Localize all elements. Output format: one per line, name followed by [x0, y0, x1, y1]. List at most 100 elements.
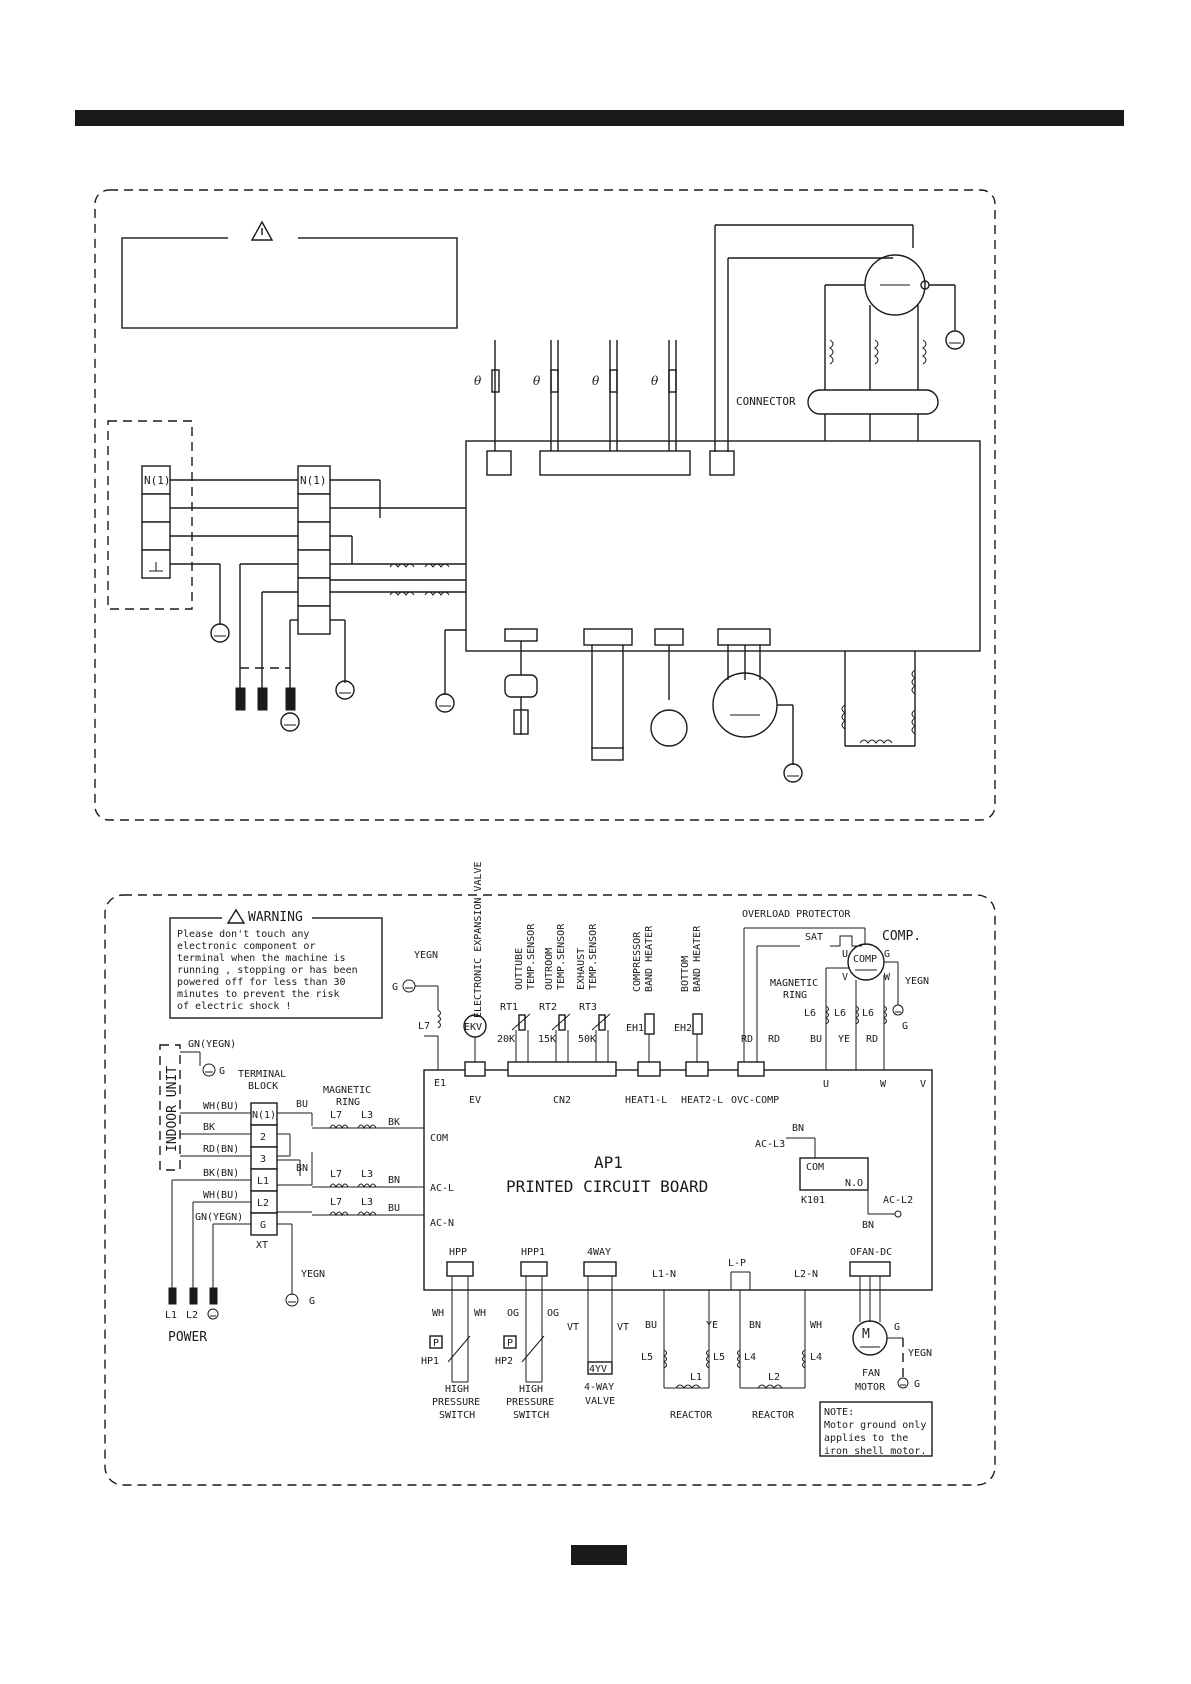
overload-label: OVERLOAD PROTECTOR — [742, 909, 851, 920]
note-box: NOTE: Motor ground only applies to the i… — [819, 1401, 933, 1457]
upper-ekv-connector — [504, 674, 538, 698]
terminal-l1: L1 — [257, 1176, 269, 1187]
wire-label-bk: BK — [203, 1122, 215, 1133]
temp-sensors: OUTTUBE TEMP.SENSOR OUTROOM TEMP.SENSOR … — [497, 923, 617, 1106]
ofan-connector — [849, 1261, 891, 1277]
ground-icon-xt — [285, 1293, 299, 1307]
4way-wire-vt-1: VT — [567, 1322, 579, 1333]
ground-g-label-1: G — [219, 1066, 225, 1077]
wire-label-gn-yegn: GN(YEGN) — [195, 1212, 243, 1223]
upper-diagram: N(1) N(1) — [94, 189, 996, 821]
sensor-2-label-1: OUTROOM — [544, 948, 555, 990]
reactor-2-label: REACTOR — [752, 1410, 795, 1421]
comp-label: COMP. — [882, 929, 921, 944]
sensor-rt3-value: 50K — [578, 1034, 596, 1045]
yegn-label-xt: YEGN — [301, 1269, 325, 1280]
warning-line-2: electronic component or — [177, 941, 315, 952]
warning-line-5: powered off for less than 30 — [177, 977, 346, 988]
cn2-label: CN2 — [553, 1095, 571, 1106]
sat-label: SAT — [805, 932, 823, 943]
l7-e1-label: L7 — [418, 1021, 430, 1032]
warning-line-7: of electric shock ! — [177, 1001, 291, 1012]
upper-warning-box — [121, 237, 458, 329]
ofan-label: OFAN-DC — [850, 1247, 892, 1258]
hp2-switch-line-1: HIGH — [519, 1384, 543, 1395]
upper-warning-icon — [250, 220, 274, 241]
e1-label: E1 — [434, 1078, 446, 1089]
terminal-block: N(1) 2 3 L1 L2 G — [250, 1102, 278, 1236]
warning-line-3: terminal when the machine is — [177, 953, 346, 964]
eh2-label: EH2 — [674, 1023, 692, 1034]
upper-sensor-symbol-4: θ — [651, 374, 659, 388]
hp1-switch-line-1: HIGH — [445, 1384, 469, 1395]
pcb-acl-label: AC-L — [430, 1183, 454, 1194]
terminal-block-label-2: BLOCK — [248, 1081, 278, 1092]
magnetic-ring-left-2: RING — [336, 1097, 360, 1108]
wire-bu-acn: BU — [388, 1203, 400, 1214]
hp2-p-icon — [503, 1335, 517, 1349]
note-line-4: iron shell motor. — [824, 1446, 926, 1457]
upper-ground-icon-6 — [783, 763, 803, 783]
bn-label-relay-top: BN — [792, 1123, 804, 1134]
upper-4way-valve — [591, 747, 624, 761]
ac-l2-label: AC-L2 — [883, 1195, 913, 1206]
reactor-wire-bu: BU — [645, 1320, 657, 1331]
l6-label-2: L6 — [834, 1008, 846, 1019]
wire-bn-acl: BN — [388, 1175, 400, 1186]
relay-k101 — [799, 1157, 869, 1191]
cn2-connector — [507, 1061, 617, 1077]
ground-g-label-5: G — [914, 1379, 920, 1390]
sensor-rt1-value: 20K — [497, 1034, 515, 1045]
sensor-3-label-1: EXHAUST — [576, 948, 587, 990]
terminal-l2: L2 — [257, 1198, 269, 1209]
ac-l3-label: AC-L3 — [755, 1139, 785, 1150]
reactor-l1-label: L1 — [690, 1372, 702, 1383]
heat2-connector — [685, 1061, 709, 1077]
ground-icon-e1 — [402, 979, 416, 993]
fan-motor-label-2: MOTOR — [855, 1382, 886, 1393]
l4-label-1: L4 — [744, 1352, 756, 1363]
reactor-wire-ye: YE — [706, 1320, 718, 1331]
hp1-switch-line-2: PRESSURE — [432, 1397, 480, 1408]
l6-label-3: L6 — [862, 1008, 874, 1019]
hpp1-label: HPP1 — [521, 1247, 545, 1258]
4yv-label: 4YV — [589, 1364, 607, 1375]
sensor-rt1: RT1 — [500, 1002, 518, 1013]
upper-power-terminal-2 — [257, 687, 268, 711]
relay-com-label: COM — [806, 1162, 824, 1173]
lower-border — [104, 894, 996, 1486]
lp-label: L-P — [728, 1258, 746, 1269]
hp2-p-label: P — [507, 1338, 513, 1349]
heat1-connector — [637, 1061, 661, 1077]
4way-connector — [583, 1261, 617, 1277]
hp2-switch-line-2: PRESSURE — [506, 1397, 554, 1408]
hp1-wire-wh-2: WH — [474, 1308, 486, 1319]
4way-label: 4WAY — [587, 1247, 611, 1258]
hpp-connector — [446, 1261, 474, 1277]
ev-label: EV — [469, 1095, 481, 1106]
upper-pressure-switch — [650, 709, 688, 747]
heater1-label-2: BAND HEATER — [644, 925, 655, 992]
upper-ground-icon-3 — [335, 680, 355, 700]
ev-connector — [464, 1061, 486, 1077]
reactor-l2-coil — [757, 1384, 783, 1389]
4way-valve-line-1: 4-WAY — [584, 1382, 614, 1393]
wire-label-bk-bn: BK(BN) — [203, 1168, 239, 1179]
yegn-label-fan: YEGN — [908, 1348, 932, 1359]
comp-g-label: G — [884, 949, 890, 960]
l5-label-2: L5 — [713, 1352, 725, 1363]
reactor-wire-wh: WH — [810, 1320, 822, 1331]
upper-ground-icon-2 — [280, 712, 300, 732]
upper-power-terminal-3 — [285, 687, 296, 711]
heat1-label: HEAT1-L — [625, 1095, 667, 1106]
page-number-block — [571, 1545, 627, 1565]
l3-label-2: L3 — [361, 1169, 373, 1180]
fan-g-label: G — [894, 1322, 900, 1333]
yegn-label-comp: YEGN — [905, 976, 929, 987]
upper-outdoor-terminal-block: N(1) — [297, 465, 331, 635]
upper-pcb — [465, 440, 981, 652]
power-label: POWER — [168, 1330, 207, 1345]
terminal-2: 2 — [260, 1132, 266, 1143]
yegn-label-e1: YEGN — [414, 950, 438, 961]
wire-label-wh-bu-2: WH(BU) — [203, 1190, 239, 1201]
